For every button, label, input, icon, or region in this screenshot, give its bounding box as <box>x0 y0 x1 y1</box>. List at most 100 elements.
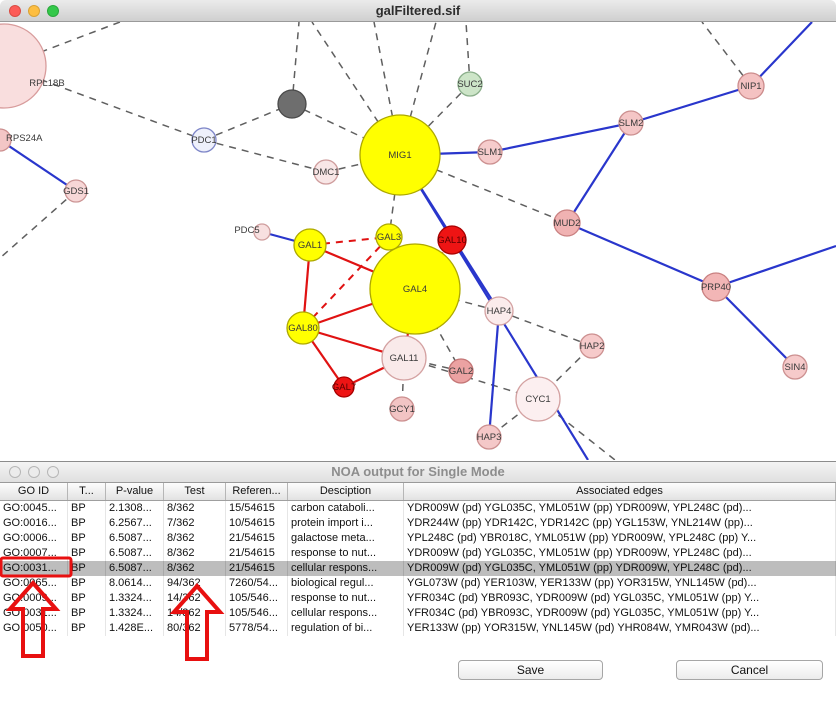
noa-zoom-button[interactable] <box>47 466 59 478</box>
edge-GAL3-GAL80[interactable] <box>302 236 390 329</box>
column-header-t[interactable]: T... <box>68 483 106 500</box>
edge-MIG1-374-22[interactable] <box>373 21 401 156</box>
cancel-button[interactable]: Cancel <box>676 660 823 680</box>
node-GAL4[interactable]: GAL4 <box>369 243 461 335</box>
node-HAP2[interactable]: HAP2 <box>579 333 605 359</box>
zoom-button[interactable] <box>47 5 59 17</box>
node-SLM2[interactable]: SLM2 <box>618 110 644 136</box>
table-cell: 21/54615 <box>226 531 288 546</box>
table-cell: cellular respons... <box>288 561 404 576</box>
node-MIG1[interactable]: MIG1 <box>359 114 441 196</box>
table-cell: GO:0050... <box>0 621 68 636</box>
edge-SLM1-SLM2[interactable] <box>489 121 632 154</box>
node-GCY1[interactable]: GCY1 <box>389 396 415 422</box>
table-cell: BP <box>68 591 106 606</box>
node-CYC1[interactable]: CYC1 <box>515 376 561 422</box>
node-NIP1[interactable]: NIP1 <box>737 72 765 100</box>
node-GAL80[interactable]: GAL80 <box>286 311 320 345</box>
noa-window-title: NOA output for Single Mode <box>331 464 505 479</box>
node-PDC5[interactable]: PDC5 <box>234 223 271 241</box>
column-header-desciption[interactable]: Desciption <box>288 483 404 500</box>
edge-PRP40-836-246[interactable] <box>715 244 836 289</box>
node-RPL18B[interactable]: RPL18B <box>0 23 65 109</box>
edge-MIG1-436-22[interactable] <box>399 21 437 156</box>
edge-GAL11-GAL2[interactable] <box>403 357 462 372</box>
table-cell: 8/362 <box>164 546 226 561</box>
edge-RPS24A-GDS1[interactable] <box>0 139 77 192</box>
table-cell: 8/362 <box>164 561 226 576</box>
node-GAL7[interactable]: GAL7 <box>332 376 356 398</box>
edge-PRP40-SIN4[interactable] <box>715 286 796 368</box>
column-header-associated-edges[interactable]: Associated edges <box>404 483 836 500</box>
edge-PDC1-DMC1[interactable] <box>203 139 327 173</box>
edge-SLM2-NIP1[interactable] <box>630 84 752 125</box>
node-MUD2[interactable]: MUD2 <box>553 209 581 237</box>
node-GAL3[interactable]: GAL3 <box>375 223 403 251</box>
node-HAP4[interactable]: HAP4 <box>484 296 514 326</box>
edge-MUD2-PRP40[interactable] <box>566 221 717 289</box>
table-cell: 10/54615 <box>226 516 288 531</box>
node-label-HAP2: HAP2 <box>580 341 605 352</box>
minimize-button[interactable] <box>28 5 40 17</box>
table-cell: 7260/54... <box>226 576 288 591</box>
noa-close-button[interactable] <box>9 466 21 478</box>
node-SLM1[interactable]: SLM1 <box>477 139 503 165</box>
node-unlabeled[interactable] <box>277 89 307 119</box>
node-label-SLM1: SLM1 <box>478 147 503 158</box>
noa-minimize-button[interactable] <box>28 466 40 478</box>
table-cell: GO:0016... <box>0 516 68 531</box>
node-GAL11[interactable]: GAL11 <box>381 335 427 381</box>
table-cell: YDR009W (pd) YGL035C, YML051W (pp) YDR00… <box>404 501 836 516</box>
node-label-MUD2: MUD2 <box>554 218 581 229</box>
node-SUC2[interactable]: SUC2 <box>457 71 483 97</box>
column-header-referen[interactable]: Referen... <box>226 483 288 500</box>
edge-NIP1-812-22[interactable] <box>750 21 813 87</box>
node-label-GAL7: GAL7 <box>332 382 356 393</box>
node-PRP40[interactable]: PRP40 <box>701 272 731 302</box>
network-window-titlebar[interactable]: galFiltered.sif <box>0 0 836 22</box>
column-header-p-value[interactable]: P-value <box>106 483 164 500</box>
column-header-go-id[interactable]: GO ID <box>0 483 68 500</box>
edge-PDC1-DARK1[interactable] <box>203 103 293 141</box>
node-GDS1[interactable]: GDS1 <box>63 179 89 203</box>
edge-HAP2-HAP4[interactable] <box>498 310 593 347</box>
column-header-test[interactable]: Test <box>164 483 226 500</box>
save-button[interactable]: Save <box>458 660 603 680</box>
edge-HAP4-HAP3[interactable] <box>487 310 501 438</box>
edge-GDS1-0-258[interactable] <box>0 190 77 259</box>
noa-window-titlebar[interactable]: NOA output for Single Mode <box>0 462 836 483</box>
table-cell: BP <box>68 516 106 531</box>
node-DMC1[interactable]: DMC1 <box>313 159 340 185</box>
node-HAP3[interactable]: HAP3 <box>476 424 502 450</box>
node-GAL2[interactable]: GAL2 <box>448 358 474 384</box>
edge-RPL18B-PDC1[interactable] <box>3 65 205 141</box>
edge-SUC2-466-22[interactable] <box>465 21 471 85</box>
edge-DARK1-MIG1[interactable] <box>291 103 401 156</box>
node-label-SUC2: SUC2 <box>457 79 482 90</box>
table-cell: protein import i... <box>288 516 404 531</box>
edge-CYC1-HAP3[interactable] <box>488 398 539 438</box>
table-cell: 15/54615 <box>226 501 288 516</box>
node-RPS24A[interactable]: RPS24A <box>0 128 43 152</box>
node-SIN4[interactable]: SIN4 <box>782 354 808 380</box>
node-GAL1[interactable]: GAL1 <box>293 228 327 262</box>
edge-MUD2-SLM2[interactable] <box>566 122 632 224</box>
node-label-RPS24A: RPS24A <box>6 133 43 144</box>
node-PDC1[interactable]: PDC1 <box>191 127 217 153</box>
node-label-DMC1: DMC1 <box>313 167 340 178</box>
node-GAL10[interactable]: GAL10 <box>437 225 467 255</box>
table-cell: BP <box>68 501 106 516</box>
close-button[interactable] <box>9 5 21 17</box>
node-label-GAL80: GAL80 <box>288 323 318 334</box>
